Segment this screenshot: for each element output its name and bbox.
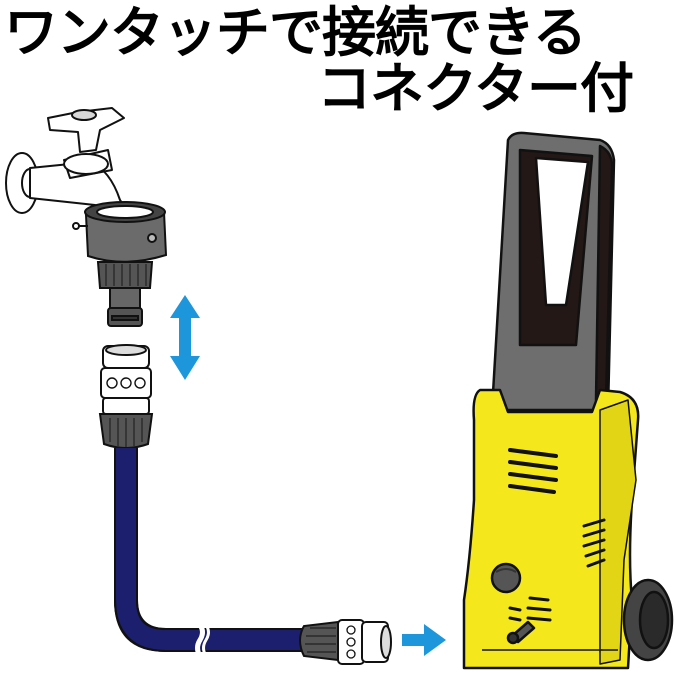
connect-arrow-icon xyxy=(170,295,200,380)
heading-line-2: コネクター付 xyxy=(317,57,634,120)
hose-connector-top-icon xyxy=(98,344,154,449)
faucet-adapter-icon xyxy=(72,201,168,327)
heading-line-1: ワンタッチで接続できる xyxy=(4,1,587,64)
flow-arrow-icon xyxy=(402,624,446,656)
garden-hose-icon xyxy=(114,448,312,658)
pressure-washer-icon xyxy=(462,131,674,670)
hose-connector-bottom-icon xyxy=(299,619,392,665)
